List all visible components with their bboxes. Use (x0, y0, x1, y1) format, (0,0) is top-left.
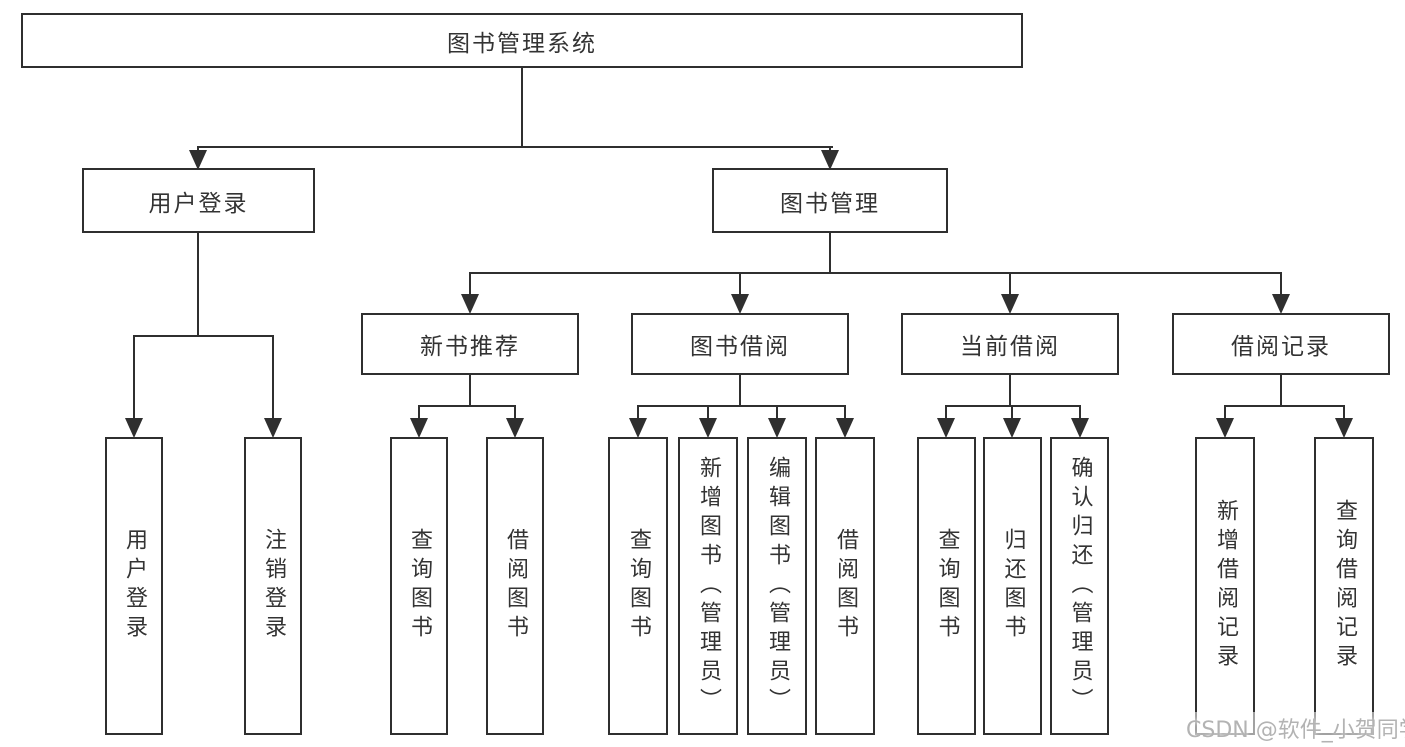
connector-line (1280, 272, 1282, 296)
leaf-user-login-label: 用户登录 (122, 528, 147, 644)
arrow-down (125, 418, 143, 438)
connector-line (469, 272, 1282, 274)
connector-line (197, 233, 199, 335)
arrow-down (821, 150, 839, 170)
leaf-add-borrow-record-label: 新增借阅记录 (1213, 499, 1238, 673)
leaf-query-borrow-record: 查询借阅记录 (1314, 437, 1374, 735)
arrow-down (836, 418, 854, 438)
leaf-query-books-current: 查询图书 (917, 437, 976, 735)
arrow-down (768, 418, 786, 438)
connector-line (1224, 405, 1345, 407)
connector-line (1343, 405, 1345, 421)
arrow-down (410, 418, 428, 438)
leaf-add-book-admin-label: 新增图书（管理员） (696, 455, 721, 717)
leaf-query-books-borrow-label: 查询图书 (626, 528, 651, 644)
leaf-query-books-recommend-label: 查询图书 (407, 528, 432, 644)
arrow-down (189, 150, 207, 170)
connector-line (418, 405, 420, 421)
node-book-management-label: 图书管理 (780, 190, 880, 217)
connector-line (1224, 405, 1226, 421)
connector-line (1280, 375, 1282, 405)
leaf-edit-book-admin-label: 编辑图书（管理员） (765, 455, 790, 717)
arrow-down (1335, 418, 1353, 438)
leaf-query-books-borrow: 查询图书 (608, 437, 668, 735)
connector-line (514, 405, 516, 421)
arrow-down (264, 418, 282, 438)
leaf-logout: 注销登录 (244, 437, 302, 735)
connector-line (469, 272, 471, 296)
connector-line (844, 405, 846, 421)
node-borrow-records: 借阅记录 (1172, 313, 1390, 375)
leaf-confirm-return-admin: 确认归还（管理员） (1050, 437, 1109, 735)
connector-line (418, 405, 516, 407)
connector-line (776, 405, 778, 421)
node-root: 图书管理系统 (21, 13, 1023, 68)
node-new-book-recommend-label: 新书推荐 (420, 334, 520, 360)
connector-line (197, 146, 833, 148)
connector-line (1009, 375, 1011, 405)
arrow-down (1001, 294, 1019, 314)
connector-line (739, 375, 741, 405)
node-book-borrow-label: 图书借阅 (690, 334, 790, 360)
connector-line (829, 233, 831, 274)
connector-line (272, 335, 274, 421)
node-new-book-recommend: 新书推荐 (361, 313, 579, 375)
node-root-label: 图书管理系统 (447, 30, 597, 57)
connector-line (1079, 405, 1081, 421)
node-book-borrow: 图书借阅 (631, 313, 849, 375)
arrow-down (1272, 294, 1290, 314)
leaf-return-books: 归还图书 (983, 437, 1042, 735)
leaf-query-books-recommend: 查询图书 (390, 437, 448, 735)
leaf-borrow-books: 借阅图书 (815, 437, 875, 735)
connector-line (637, 405, 639, 421)
leaf-confirm-return-admin-label: 确认归还（管理员） (1067, 455, 1093, 717)
connector-line (1011, 405, 1013, 421)
arrow-down (461, 294, 479, 314)
connector-line (1009, 272, 1011, 296)
connector-line (739, 272, 741, 296)
node-current-borrow-label: 当前借阅 (960, 334, 1060, 360)
arrow-down (1071, 418, 1089, 438)
leaf-add-book-admin: 新增图书（管理员） (678, 437, 738, 735)
arrow-down (629, 418, 647, 438)
leaf-borrow-books-recommend-label: 借阅图书 (503, 528, 528, 644)
leaf-add-borrow-record: 新增借阅记录 (1195, 437, 1255, 735)
node-user-login-label: 用户登录 (148, 190, 249, 217)
leaf-user-login: 用户登录 (105, 437, 163, 735)
leaf-edit-book-admin: 编辑图书（管理员） (747, 437, 807, 735)
connector-line (707, 405, 709, 421)
leaf-borrow-books-recommend: 借阅图书 (486, 437, 544, 735)
connector-line (945, 405, 1081, 407)
node-book-management: 图书管理 (712, 168, 948, 233)
arrow-down (937, 418, 955, 438)
arrow-down (506, 418, 524, 438)
arrow-down (1216, 418, 1234, 438)
connector-line (945, 405, 947, 421)
connector-line (469, 375, 471, 405)
node-borrow-records-label: 借阅记录 (1231, 334, 1331, 360)
leaf-return-books-label: 归还图书 (1000, 528, 1026, 644)
connector-line (133, 335, 135, 421)
connector-line (133, 335, 274, 337)
connector-line (521, 68, 523, 146)
leaf-borrow-books-label: 借阅图书 (833, 528, 858, 644)
node-user-login: 用户登录 (82, 168, 315, 233)
watermark: CSDN @软件_小贺同学 (1184, 712, 1405, 744)
arrow-down (731, 294, 749, 314)
arrow-down (1003, 418, 1021, 438)
arrow-down (699, 418, 717, 438)
node-current-borrow: 当前借阅 (901, 313, 1119, 375)
leaf-logout-label: 注销登录 (261, 528, 286, 644)
leaf-query-borrow-record-label: 查询借阅记录 (1332, 499, 1357, 673)
leaf-query-books-current-label: 查询图书 (934, 528, 960, 644)
connector-line (637, 405, 846, 407)
